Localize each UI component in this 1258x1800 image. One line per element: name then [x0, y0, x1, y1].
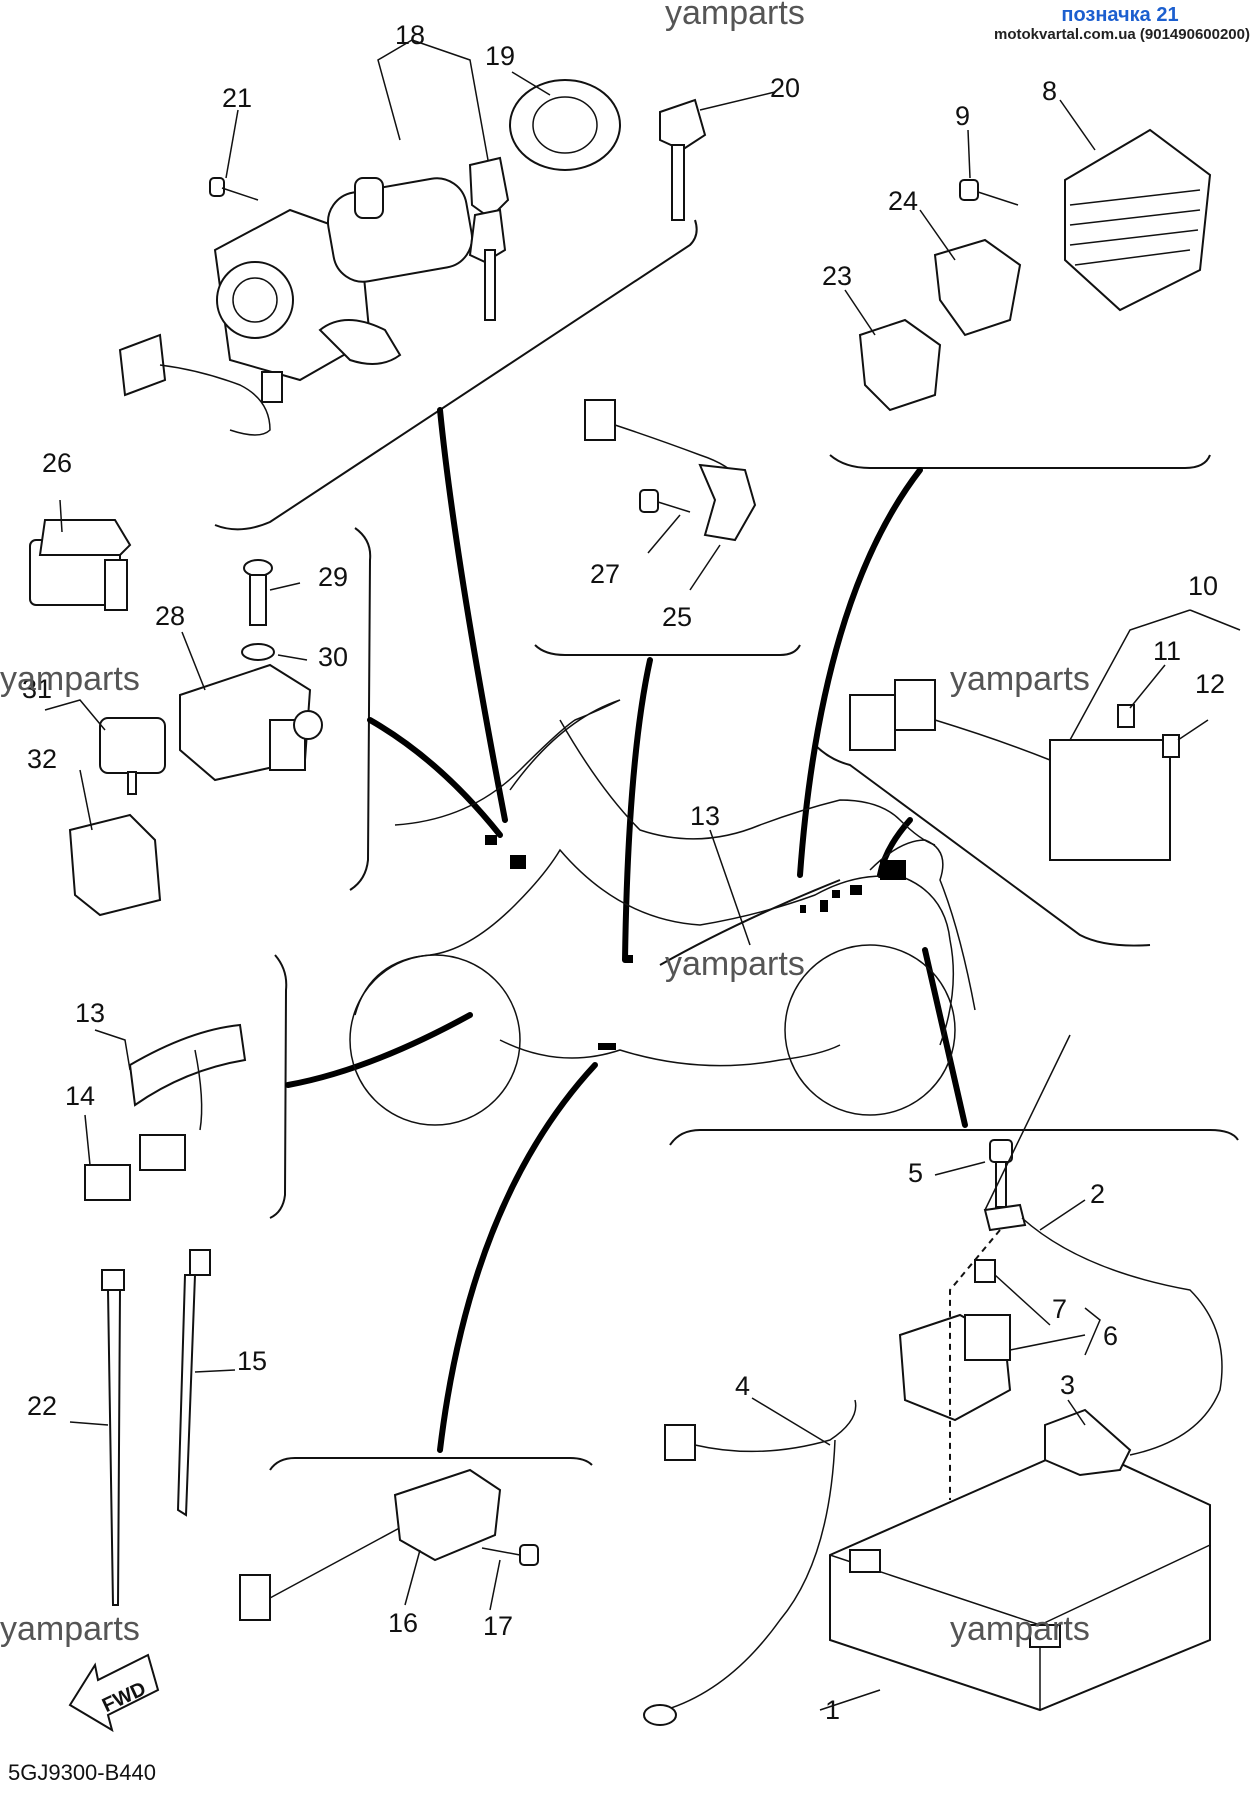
band-15: [176, 1249, 211, 1517]
leader-sensor: [622, 657, 653, 963]
callout-25: 25: [662, 602, 692, 632]
coupler-24: [933, 238, 1022, 337]
cover-3: [1044, 1408, 1132, 1477]
frame-sidestand: [269, 1457, 593, 1471]
leader-subharness: [285, 1012, 473, 1088]
frame-fuse-box: [814, 744, 1151, 947]
fuse-7: [974, 1259, 996, 1283]
callout-19: 19: [485, 41, 515, 71]
leader-sidestand: [437, 1062, 598, 1453]
callout-13-sub: 13: [75, 998, 105, 1028]
screw-17: [481, 1544, 539, 1566]
callout-18: 18: [395, 20, 425, 50]
screw-21: [209, 177, 259, 201]
watermark-bottom-left: yamparts: [0, 1610, 140, 1648]
callout-28: 28: [155, 601, 185, 631]
callout-32: 32: [27, 744, 57, 774]
rectifier-regulator: [1064, 128, 1212, 312]
motorcycle-outline: [349, 699, 976, 1126]
callout-15: 15: [237, 1346, 267, 1376]
callout-17: 17: [483, 1611, 513, 1641]
callout-31: 31: [22, 674, 52, 704]
callout-29: 29: [318, 562, 348, 592]
ignition-key-pair: [468, 156, 510, 321]
callout-14: 14: [65, 1081, 95, 1111]
header-label: позначка 21: [1061, 4, 1179, 26]
callout-23: 23: [822, 261, 852, 291]
fwd-arrow-icon: FWD: [68, 1653, 160, 1733]
frame-rectifier: [829, 454, 1211, 469]
leader-rectifier: [797, 467, 923, 878]
callout-6: 6: [1103, 1321, 1118, 1351]
callout-20: 20: [770, 73, 800, 103]
washer-30: [241, 643, 275, 661]
header-site: motokvartal.com.ua (901490600200): [994, 26, 1250, 43]
relay-28: [179, 663, 323, 782]
watermark-right: yamparts: [950, 660, 1090, 698]
frame-sensor: [534, 644, 801, 656]
relay-26: [29, 519, 132, 611]
callout-leaders: [44, 39, 1241, 1711]
negative-lead-4: [643, 1399, 857, 1726]
dashed-guide: [949, 1229, 1001, 1500]
callout-30: 30: [318, 642, 348, 672]
fuse-11: [1117, 704, 1135, 728]
screw-27: [639, 489, 691, 513]
callout-11: 11: [1153, 636, 1181, 666]
sidestand-switch: [239, 1468, 502, 1621]
callout-16: 16: [388, 1608, 418, 1638]
watermark-center: yamparts: [665, 945, 805, 983]
callout-7: 7: [1052, 1294, 1067, 1324]
callout-13-main: 13: [690, 801, 720, 831]
callout-26: 26: [42, 448, 72, 478]
starter-relay-6: [898, 1313, 1012, 1422]
sub-harness: [84, 1023, 247, 1201]
key-cover: [509, 79, 621, 171]
screw-29: [243, 559, 273, 626]
watermark-left: yamparts: [0, 660, 140, 698]
callout-9: 9: [955, 101, 970, 131]
relay-socket-32: [68, 813, 162, 917]
bolt-5: [989, 1139, 1013, 1208]
callout-21: 21: [222, 83, 252, 113]
watermark-top: yamparts: [665, 0, 805, 32]
frame-subharness: [269, 954, 288, 1219]
leader-relays: [367, 717, 503, 838]
relay-31: [99, 717, 166, 795]
callout-10: 10: [1188, 571, 1218, 601]
callout-12: 12: [1195, 669, 1225, 699]
watermark-bottom-right: yamparts: [950, 1610, 1090, 1648]
frame-ignition-switch: [214, 219, 698, 531]
callout-1: 1: [825, 1695, 840, 1725]
diagram-code: 5GJ9300-B440: [8, 1760, 156, 1785]
blank-key: [659, 98, 707, 221]
fuse-12: [1162, 734, 1180, 758]
callout-27: 27: [590, 559, 620, 589]
callout-8: 8: [1042, 76, 1057, 106]
callout-5: 5: [908, 1158, 923, 1188]
coupler-23: [858, 318, 942, 412]
callout-24: 24: [888, 186, 918, 216]
battery: [829, 1443, 1211, 1712]
callout-2: 2: [1090, 1179, 1105, 1209]
callout-22: 22: [27, 1391, 57, 1421]
frame-battery: [669, 1129, 1239, 1146]
leader-ignition: [437, 407, 508, 823]
main-switch-assembly: [118, 177, 473, 436]
positive-lead-2: [983, 1203, 1223, 1456]
bolt-9: [959, 179, 1019, 206]
frame-relays: [349, 527, 372, 891]
sensor-assembly: [584, 399, 757, 542]
callout-3: 3: [1060, 1370, 1075, 1400]
fuse-box: [849, 679, 1171, 861]
band-22: [101, 1269, 125, 1606]
callout-4: 4: [735, 1371, 750, 1401]
leader-battery: [922, 947, 968, 1128]
